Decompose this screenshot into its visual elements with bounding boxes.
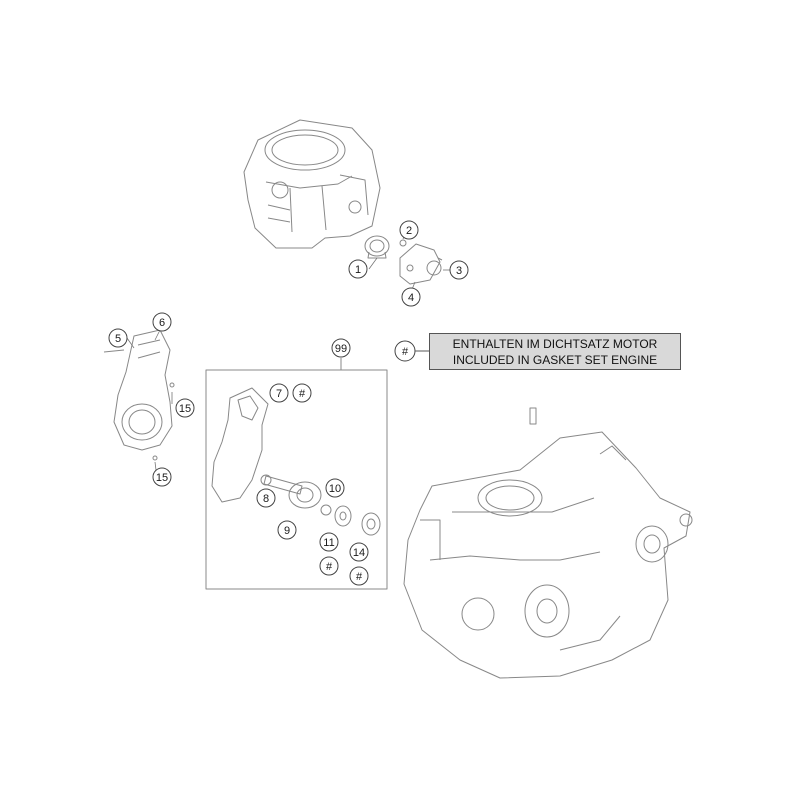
cylinder-drawing [243,119,381,249]
callout-7[interactable]: 7 [269,383,289,403]
washer-10-drawing [320,504,332,516]
impeller-drawing [288,481,322,509]
callout-4[interactable]: 4 [401,287,421,307]
callout-5[interactable]: 5 [108,328,128,348]
svg-text:#: # [299,388,306,400]
seal-14-drawing [361,512,381,536]
callout-6[interactable]: 6 [152,312,172,332]
gasket-set-legend: ENTHALTEN IM DICHTSATZ MOTOR INCLUDED IN… [429,333,681,370]
svg-text:9: 9 [284,525,290,537]
svg-text:15: 15 [179,403,191,415]
svg-text:4: 4 [408,292,414,304]
callout-15-lower[interactable]: 15 [152,467,172,487]
thermostat-drawing [364,235,443,285]
legend-line-german: ENTHALTEN IM DICHTSATZ MOTOR [452,337,658,351]
svg-text:10: 10 [329,483,341,495]
svg-text:15: 15 [156,472,168,484]
callout-14-hash[interactable]: # [349,566,369,586]
svg-text:11: 11 [323,537,334,549]
callout-15-upper[interactable]: 15 [175,398,195,418]
callout-7-hash[interactable]: # [292,383,312,403]
callout-14[interactable]: 14 [349,542,369,562]
callout-10[interactable]: 10 [325,478,345,498]
svg-text:2: 2 [406,225,412,237]
svg-text:8: 8 [263,493,269,505]
svg-text:#: # [326,561,333,573]
callout-11-hash[interactable]: # [319,556,339,576]
kit-frame [205,369,388,590]
callout-11[interactable]: 11 [319,532,339,552]
callout-9[interactable]: 9 [277,520,297,540]
callout-8[interactable]: 8 [256,488,276,508]
callout-1[interactable]: 1 [348,259,368,279]
seal-11-drawing [334,505,352,527]
svg-text:99: 99 [335,343,347,355]
svg-text:1: 1 [355,264,361,276]
svg-text:3: 3 [456,265,462,277]
callout-99[interactable]: 99 [331,338,351,358]
legend-line-english: INCLUDED IN GASKET SET ENGINE [452,353,658,367]
pump-cover-drawing [103,329,175,461]
engine-case-drawing [403,407,693,679]
svg-text:6: 6 [159,317,165,329]
legend-marker-callout: # [394,340,416,362]
svg-text:#: # [402,346,409,358]
svg-text:7: 7 [276,388,282,400]
svg-text:#: # [356,571,363,583]
svg-text:14: 14 [353,547,365,559]
shaft-drawing [260,474,303,495]
callout-3[interactable]: 3 [449,260,469,280]
callout-2[interactable]: 2 [399,220,419,240]
svg-text:5: 5 [115,333,121,345]
gasket-drawing [211,387,269,503]
